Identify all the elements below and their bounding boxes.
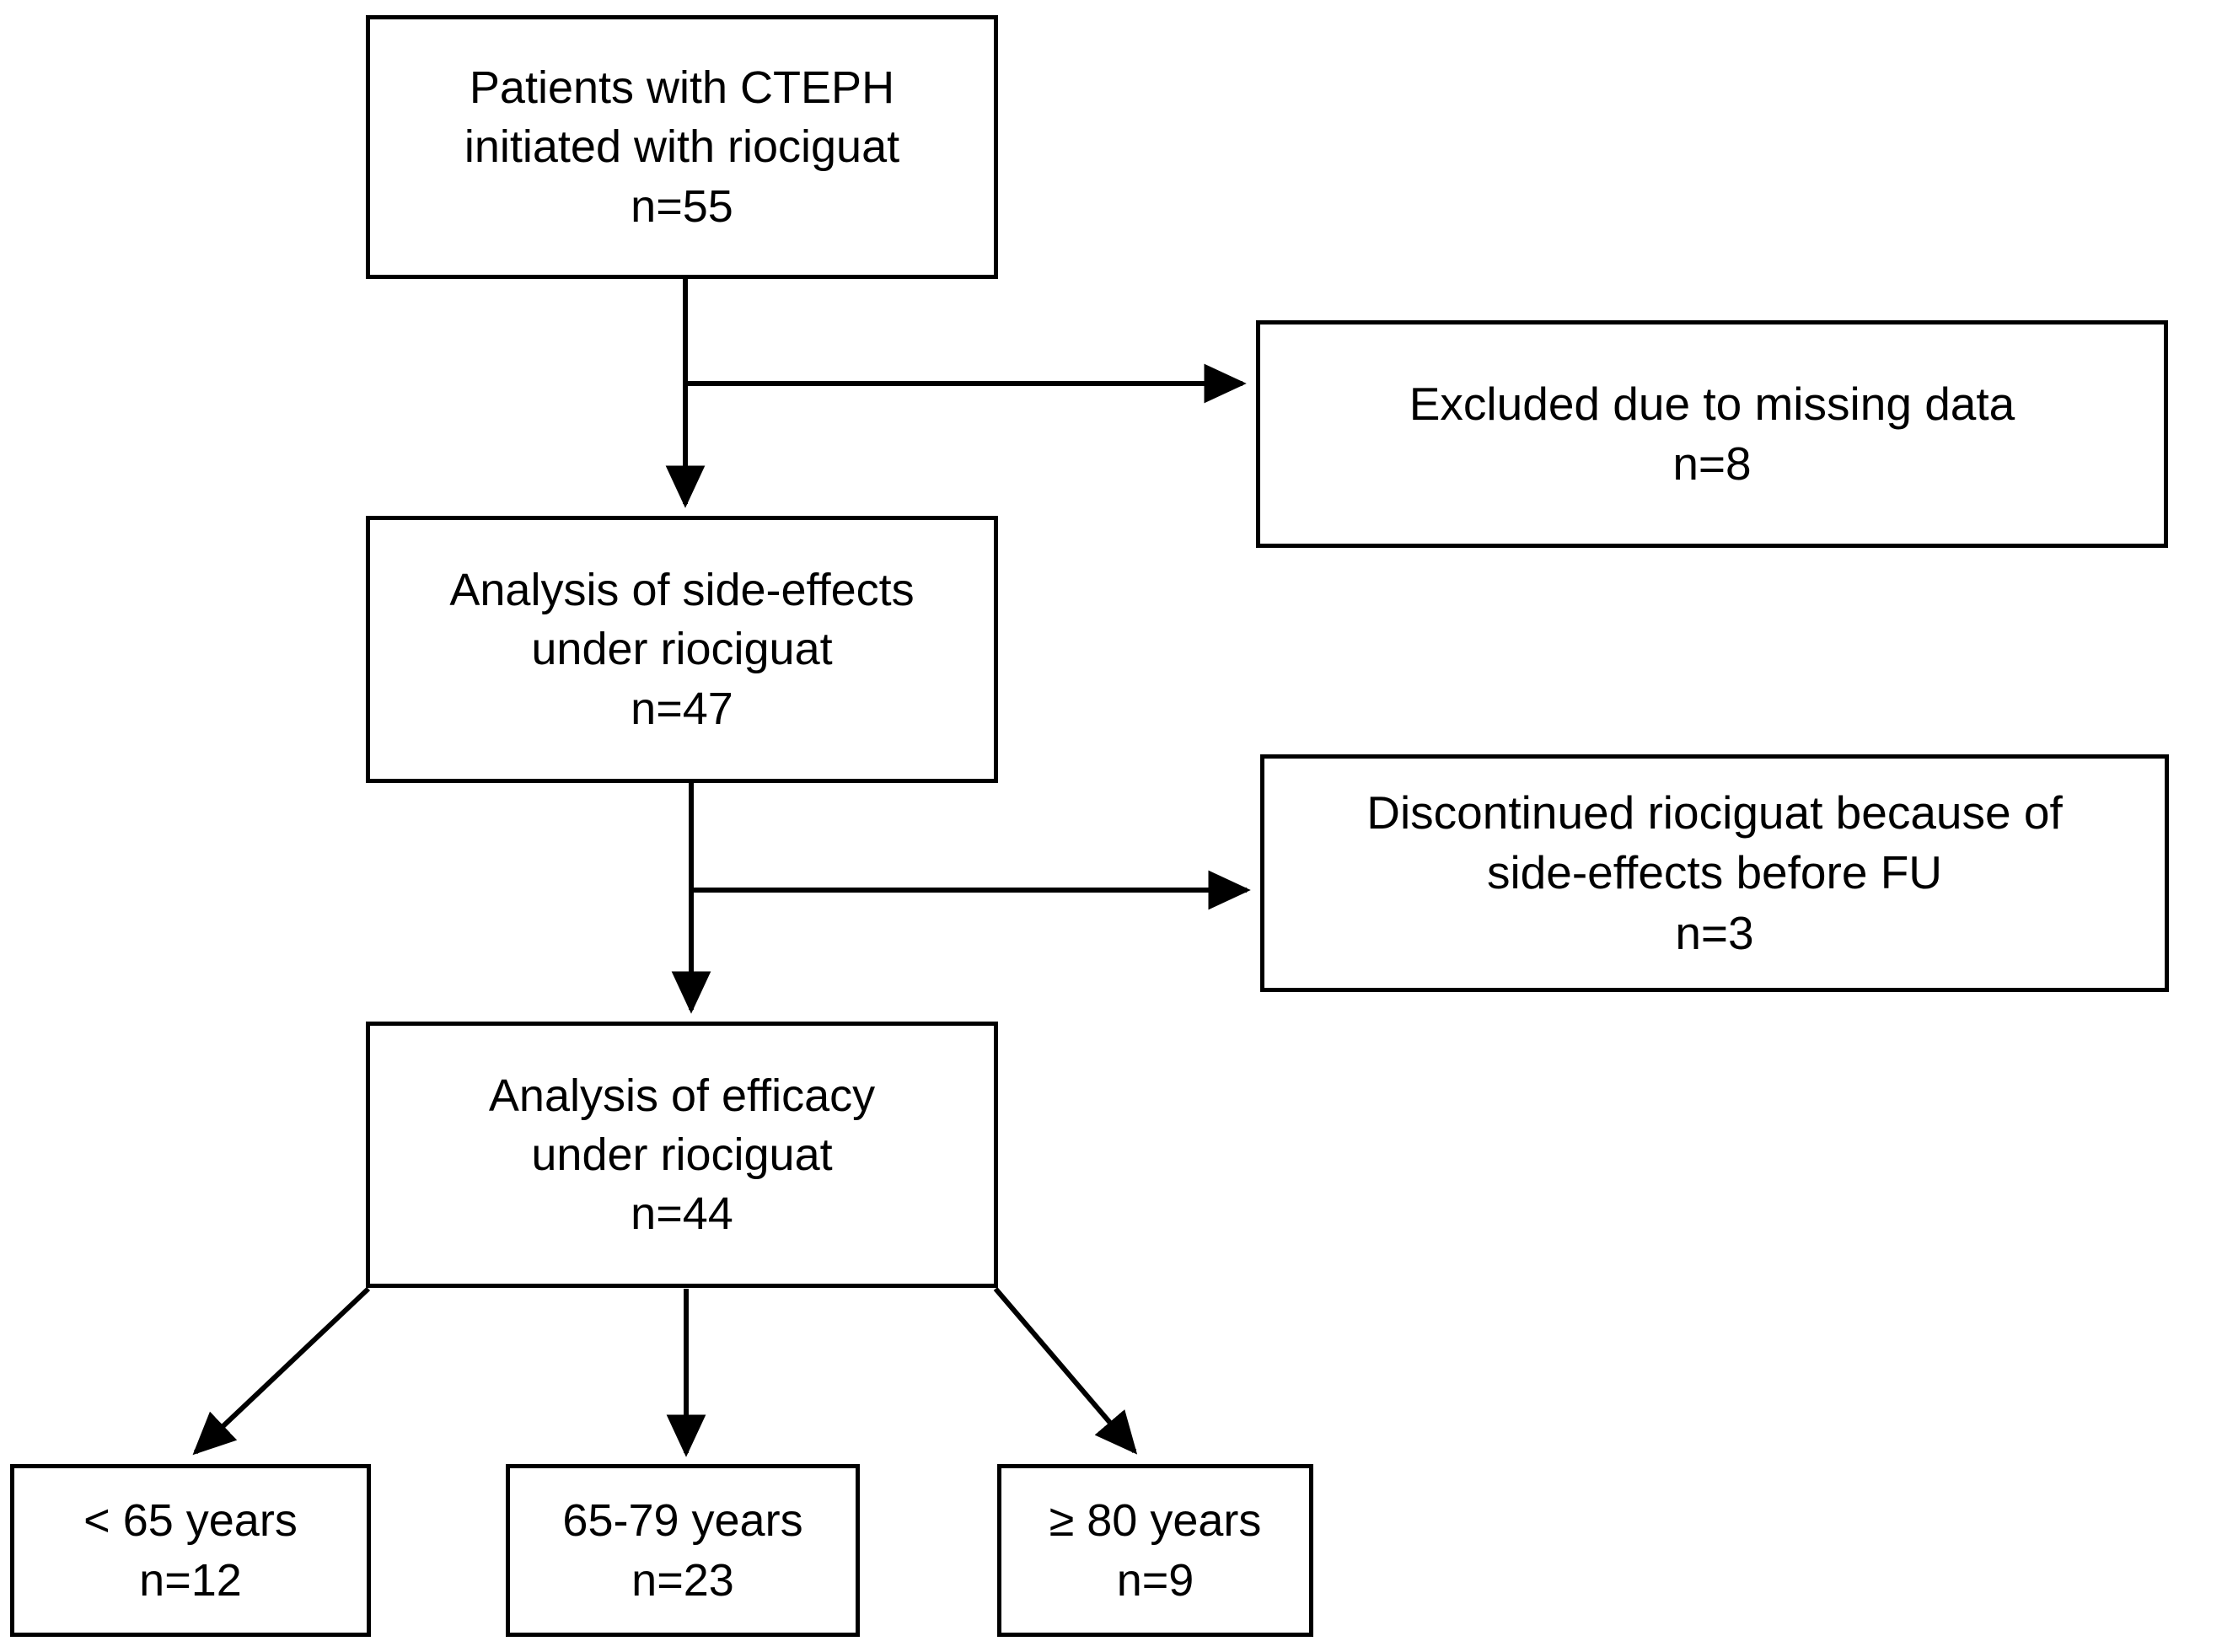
node-analysis-side-effects[interactable]: Analysis of side-effects under riociguat… xyxy=(366,516,998,783)
node-age-group-65-79[interactable]: 65-79 years n=23 xyxy=(506,1464,860,1637)
node-analysis-efficacy[interactable]: Analysis of efficacy under riociguat n=4… xyxy=(366,1022,998,1288)
node-age-old-label: ≥ 80 years xyxy=(1049,1495,1262,1547)
node-discontinued-riociguat[interactable]: Discontinued riociguat because of side-e… xyxy=(1260,754,2169,992)
node-discontinued-line-2: side-effects before FU xyxy=(1486,846,1943,899)
node-enrolled-count: n=55 xyxy=(631,180,733,232)
node-enrolled-line-2: initiated with riociguat xyxy=(464,121,900,173)
node-patients-enrolled[interactable]: Patients with CTEPH initiated with rioci… xyxy=(366,15,998,279)
node-excluded-line-1: Excluded due to missing data xyxy=(1409,377,2015,430)
node-excluded-count: n=8 xyxy=(1672,437,1752,490)
node-efficacy-count: n=44 xyxy=(631,1188,733,1240)
node-discontinued-count: n=3 xyxy=(1675,906,1754,959)
node-side-effects-count: n=47 xyxy=(631,683,733,734)
node-age-young-label: < 65 years xyxy=(83,1495,298,1547)
edge-efficacy-to-age-old xyxy=(993,1287,1138,1455)
node-age-mid-label: 65-79 years xyxy=(562,1495,803,1547)
node-efficacy-line-1: Analysis of efficacy xyxy=(488,1070,876,1121)
node-age-group-under-65[interactable]: < 65 years n=12 xyxy=(10,1464,371,1637)
node-age-mid-count: n=23 xyxy=(631,1554,734,1606)
node-efficacy-line-2: under riociguat xyxy=(531,1129,833,1180)
node-side-effects-line-1: Analysis of side-effects xyxy=(449,565,915,616)
edge-efficacy-to-age-young xyxy=(192,1286,371,1456)
node-enrolled-line-1: Patients with CTEPH xyxy=(469,62,895,114)
node-side-effects-line-2: under riociguat xyxy=(531,624,833,675)
node-age-young-count: n=12 xyxy=(139,1554,242,1606)
node-excluded-missing-data[interactable]: Excluded due to missing data n=8 xyxy=(1256,320,2168,548)
node-age-old-count: n=9 xyxy=(1116,1554,1194,1606)
node-discontinued-line-1: Discontinued riociguat because of xyxy=(1366,786,2063,839)
node-age-group-80-plus[interactable]: ≥ 80 years n=9 xyxy=(997,1464,1313,1637)
